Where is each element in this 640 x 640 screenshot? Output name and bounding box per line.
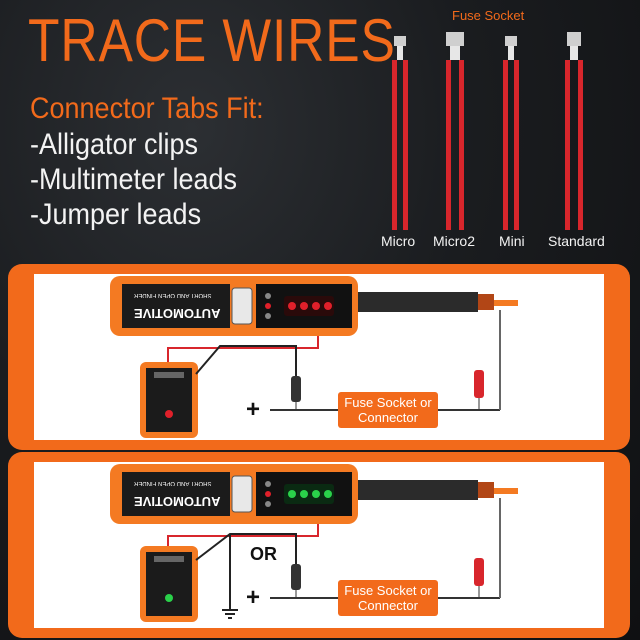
fuse-socket-label-top: Fuse Socket or Connector: [344, 395, 432, 425]
feature-multimeter-leads: -Multimeter leads: [30, 163, 238, 196]
alligator-clip-red-top: [474, 370, 484, 410]
polarity-plus-top: +: [246, 396, 261, 423]
alligator-clip-red-bottom: [474, 558, 484, 598]
signal-tester-top: [140, 362, 198, 438]
fuse-type-micro: Micro: [381, 233, 416, 249]
wire-mini: [503, 36, 519, 230]
fuse-socket-box-bottom: [338, 580, 438, 616]
polarity-plus-bottom: +: [246, 584, 261, 611]
alligator-clip-black-top: [291, 376, 301, 410]
device-brand-bottom: AUTOMOTIVE: [134, 494, 221, 509]
signal-tester-bottom: [140, 546, 198, 622]
fuse-socket-title: Fuse Socket: [452, 8, 525, 23]
probe-device-bottom: [110, 464, 518, 524]
page-title: TRACE WIRES: [28, 7, 396, 74]
feature-alligator-clips: -Alligator clips: [30, 128, 199, 161]
wire-micro2: [446, 32, 464, 230]
fuse-type-standard: Standard: [548, 233, 605, 249]
fuse-socket-box-top: [338, 392, 438, 428]
fuse-type-mini: Mini: [499, 233, 525, 249]
device-subtitle-bottom: SHORT AND OPEN FINDER: [134, 480, 212, 486]
wire-standard: [565, 32, 583, 230]
fuse-socket-label-bottom: Fuse Socket or Connector: [344, 583, 432, 613]
connector-tabs-heading: Connector Tabs Fit:: [30, 92, 264, 125]
probe-device-top: [110, 276, 518, 336]
fuse-type-micro2: Micro2: [433, 233, 476, 249]
feature-jumper-leads: -Jumper leads: [30, 198, 202, 231]
or-label: OR: [250, 544, 277, 564]
wire-micro: [392, 36, 408, 230]
alligator-clip-black-bottom: [291, 564, 301, 598]
ground-symbol: [222, 609, 238, 619]
